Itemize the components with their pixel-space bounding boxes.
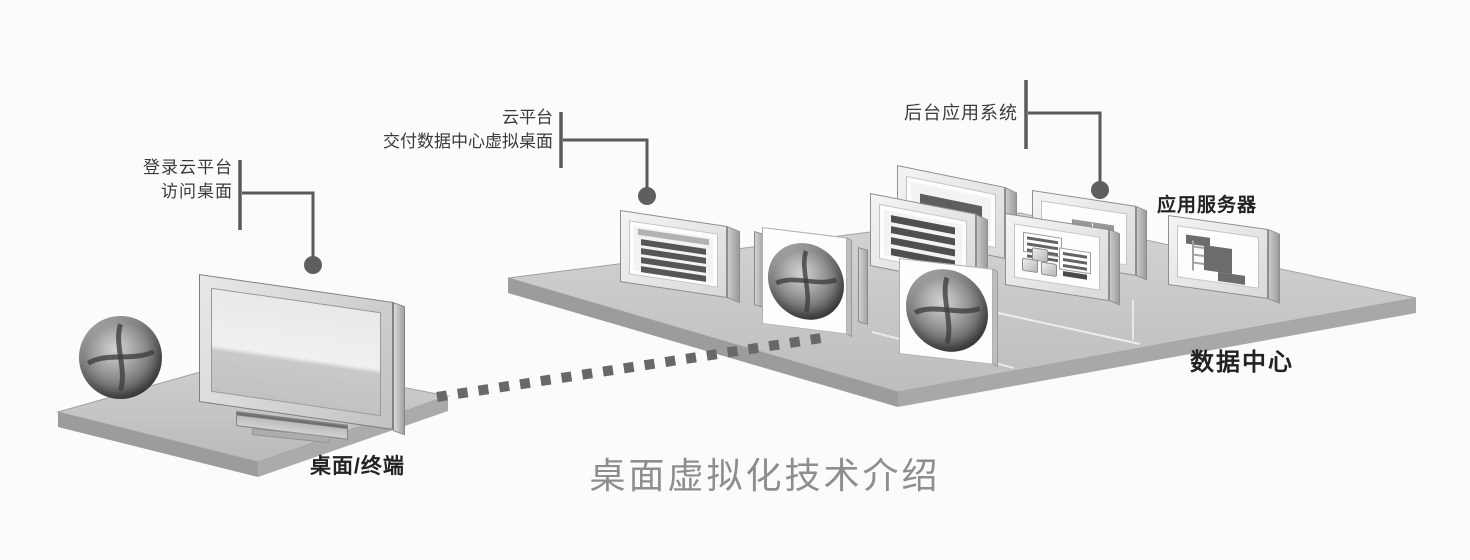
card-face — [762, 227, 847, 335]
storage-cubes-icon — [1021, 246, 1066, 283]
windows-flag-cross — [86, 323, 155, 392]
callout-login-connector — [238, 160, 322, 274]
callout-login-dot — [304, 256, 322, 274]
monitor-bezel — [629, 220, 718, 288]
callout-backend-dot — [1091, 181, 1109, 199]
tree-connector — [1192, 245, 1204, 250]
monitor-side — [1136, 206, 1147, 281]
cube — [1040, 261, 1057, 277]
windows-logo-icon — [79, 316, 162, 399]
terminal-platform-front-left — [58, 412, 258, 477]
callout-backend-connector — [1024, 80, 1109, 199]
terminal-zone-label: 桌面/终端 — [310, 455, 405, 478]
windows-logo-icon — [768, 238, 844, 325]
monitor-bezel — [1177, 225, 1259, 289]
callout-login-label: 登录云平台 访问桌面 — [58, 156, 233, 204]
app-server-label: 应用服务器 — [1157, 195, 1258, 216]
cube — [1021, 257, 1038, 273]
monitor-side — [1109, 229, 1120, 306]
monitor-face — [1168, 215, 1268, 300]
monitor-bezel — [1014, 223, 1100, 291]
callout-login-elbow — [242, 191, 315, 258]
network-dotted-line — [436, 333, 823, 402]
windows-logo-icon — [906, 264, 988, 357]
callout-backend-elbow — [1028, 111, 1102, 183]
windows-flag-cross — [775, 250, 838, 313]
callout-cloud-dot — [638, 187, 656, 205]
panel-slab — [858, 247, 868, 325]
data-center-label: 数据中心 — [1190, 349, 1294, 376]
diagram-title: 桌面虚拟化技术介绍 — [589, 456, 941, 496]
callout-cloud-elbow — [563, 138, 649, 189]
monitor-side — [1268, 229, 1280, 304]
callout-cloud-connector — [559, 112, 656, 205]
screen-content-list — [634, 226, 713, 282]
laptop-screen-side — [393, 302, 405, 436]
card-face — [899, 258, 993, 365]
tree-connector — [1192, 253, 1204, 258]
windows-flag-cross — [913, 276, 981, 345]
screen-bar — [1062, 270, 1087, 280]
callout-login-line2: 访问桌面 — [161, 182, 233, 201]
tree-connector — [1192, 261, 1204, 266]
callout-backend-line1: 后台应用系统 — [904, 103, 1018, 123]
laptop-screen-glass — [211, 287, 381, 417]
data-center-platform-front-right — [898, 298, 1416, 407]
callout-cloud-line1: 云平台 — [502, 108, 553, 127]
data-center-platform-front-left — [508, 278, 898, 407]
text-line — [1062, 263, 1087, 271]
callout-login-line1: 登录云平台 — [143, 158, 233, 177]
callout-backend-label: 后台应用系统 — [848, 101, 1018, 125]
monitor-side — [727, 226, 740, 304]
callout-cloud-line2: 交付数据中心虚拟桌面 — [383, 132, 553, 151]
callout-cloud-label: 云平台 交付数据中心虚拟桌面 — [368, 106, 553, 154]
tree-node — [1218, 272, 1246, 285]
